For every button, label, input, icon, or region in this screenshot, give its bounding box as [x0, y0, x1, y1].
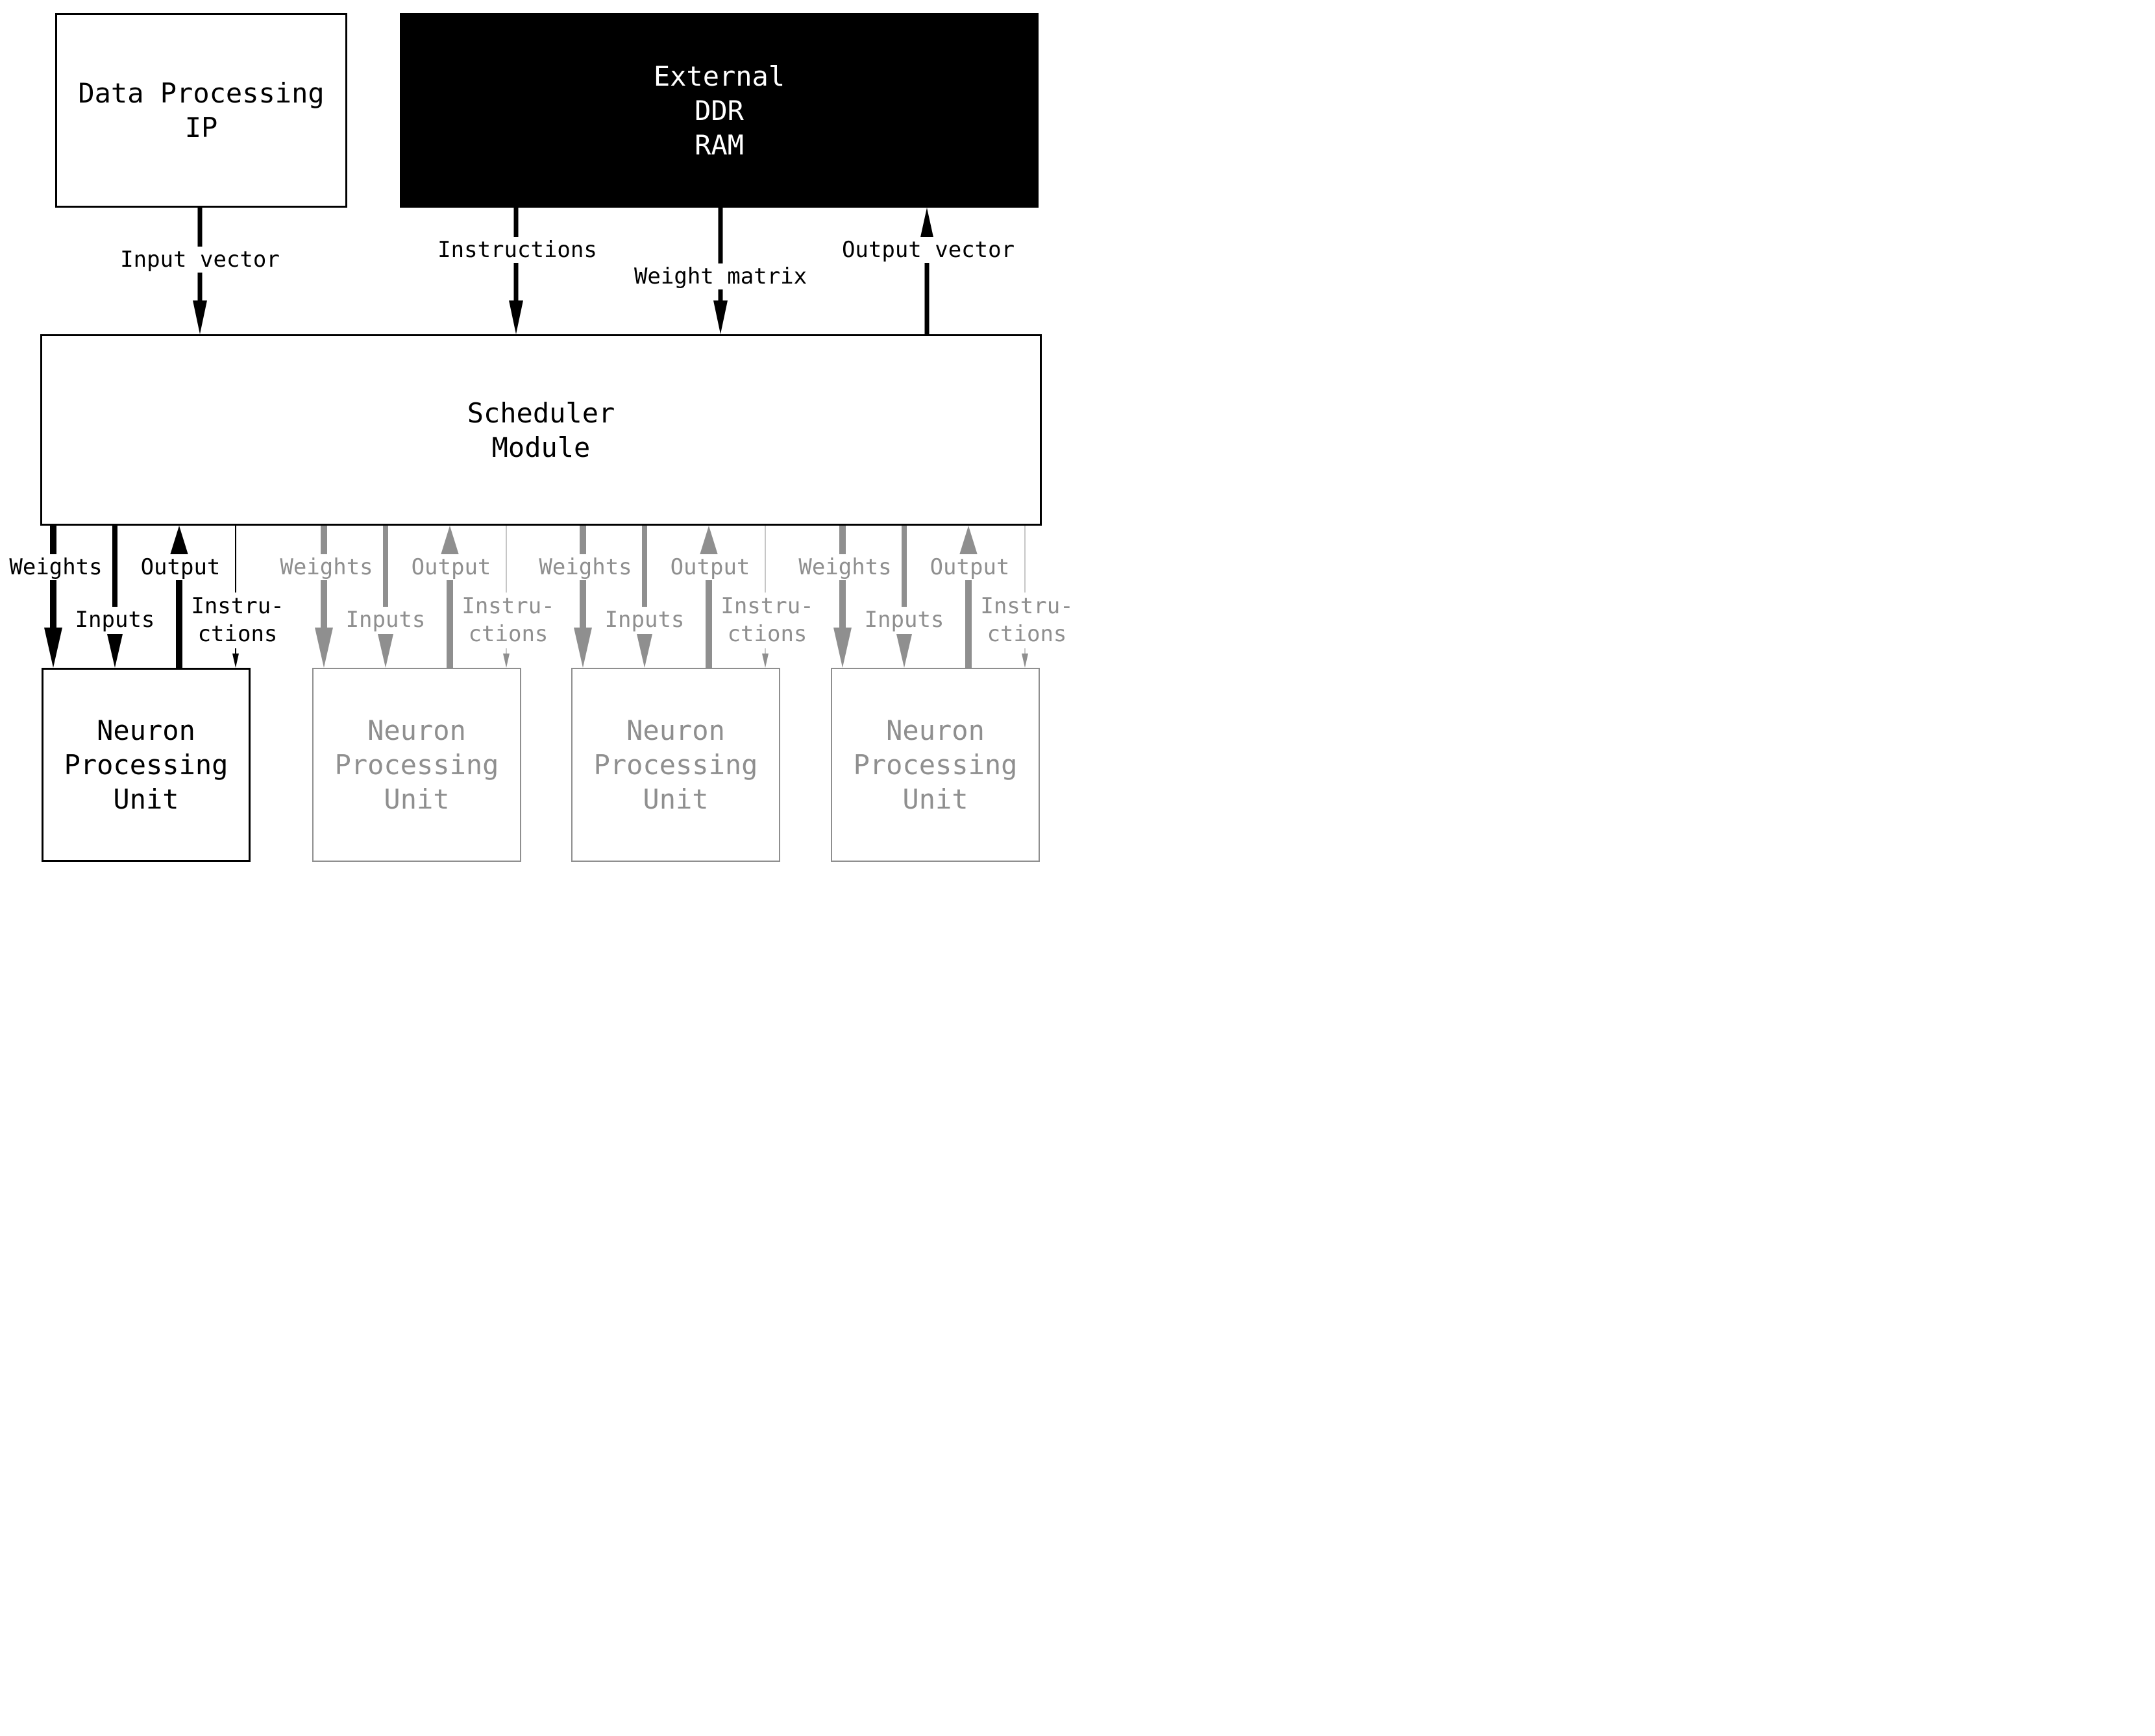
inputs-arrow-shaft — [642, 526, 647, 610]
box-title-line: Processing — [853, 749, 1018, 781]
box-title-line: Processing — [64, 749, 228, 781]
box-data-processing-ip: Data Processing IP — [55, 13, 347, 208]
inputs-label: Inputs — [600, 607, 689, 633]
box-title-line: DDR — [695, 94, 744, 127]
instructions-label: Instructions — [433, 237, 602, 263]
output-vector-label: Output vector — [837, 237, 1020, 263]
output-label: Output — [406, 554, 496, 580]
inputs-arrowhead-icon — [107, 634, 123, 668]
weights-arrowhead-icon — [44, 628, 62, 668]
inputs-label: Inputs — [341, 607, 430, 633]
box-title-line: Neuron — [367, 715, 466, 746]
npu-instructions-label: Instru- ctions — [457, 593, 560, 648]
input-vector-label: Input vector — [116, 247, 284, 273]
weights-arrowhead-icon — [315, 628, 333, 668]
box-title-line: IP — [184, 112, 218, 143]
box-npu-3-label: Neuron Processing Unit — [594, 713, 758, 816]
output-label: Output — [665, 554, 755, 580]
weights-label: Weights — [794, 554, 896, 580]
box-title-line: Scheduler — [467, 397, 615, 429]
box-title-line: RAM — [695, 128, 744, 161]
output-vector-arrow-shaft — [924, 239, 930, 334]
box-data-processing-ip-label: Data Processing IP — [78, 76, 324, 145]
npu-instructions-label: Instru- ctions — [976, 593, 1078, 648]
weights-arrowhead-icon — [833, 628, 852, 668]
box-title-line: Module — [491, 431, 591, 463]
npu-instructions-label: Instru- ctions — [716, 593, 819, 648]
npu-instructions-label: Instru- ctions — [186, 593, 289, 648]
output-arrowhead-icon — [441, 526, 459, 555]
output-label: Output — [925, 554, 1015, 580]
box-title-line: External — [653, 60, 785, 92]
output-label: Output — [136, 554, 225, 580]
npu-instructions-arrowhead-icon — [503, 654, 510, 668]
inputs-arrowhead-icon — [637, 634, 652, 668]
box-title-line: Data Processing — [78, 77, 325, 109]
npu-instructions-line — [506, 526, 507, 654]
input-vector-arrowhead-icon — [193, 300, 207, 334]
box-title-line: Unit — [384, 783, 450, 815]
output-arrow-shaft — [706, 554, 712, 668]
output-arrow-shaft — [176, 554, 182, 668]
box-title-line: Neuron — [626, 715, 725, 746]
inputs-arrow-shaft — [902, 526, 907, 610]
output-arrowhead-icon — [170, 526, 188, 555]
output-arrowhead-icon — [959, 526, 978, 555]
box-npu-1-label: Neuron Processing Unit — [64, 713, 228, 816]
box-npu-4: Neuron Processing Unit — [831, 668, 1040, 862]
npu-instructions-arrowhead-icon — [232, 654, 239, 668]
architecture-diagram: Data Processing IP External DDR RAM Inpu… — [0, 0, 1078, 868]
npu-instructions-line — [235, 526, 236, 654]
weights-label: Weights — [275, 554, 378, 580]
box-title-line: Unit — [113, 783, 179, 815]
npu-instructions-line — [765, 526, 766, 654]
weight-matrix-label: Weight matrix — [629, 263, 812, 289]
box-npu-2-label: Neuron Processing Unit — [335, 713, 499, 816]
weights-label: Weights — [5, 554, 107, 580]
box-title-line: Processing — [593, 749, 758, 781]
weights-label: Weights — [534, 554, 637, 580]
inputs-arrow-shaft — [112, 526, 117, 610]
box-scheduler-module: Scheduler Module — [40, 334, 1042, 526]
inputs-label: Inputs — [859, 607, 949, 633]
box-title-line: Unit — [643, 783, 709, 815]
output-arrow-shaft — [447, 554, 453, 668]
inputs-arrowhead-icon — [378, 634, 393, 668]
box-npu-2: Neuron Processing Unit — [312, 668, 521, 862]
box-title-line: Unit — [902, 783, 968, 815]
box-title-line: Neuron — [886, 715, 985, 746]
npu-instructions-arrowhead-icon — [1022, 654, 1028, 668]
box-npu-3: Neuron Processing Unit — [571, 668, 780, 862]
box-external-ddr-ram-label: External DDR RAM — [654, 59, 785, 162]
box-npu-4-label: Neuron Processing Unit — [854, 713, 1018, 816]
box-npu-1: Neuron Processing Unit — [42, 668, 251, 862]
output-arrow-shaft — [965, 554, 972, 668]
inputs-arrowhead-icon — [896, 634, 912, 668]
weight-matrix-arrowhead-icon — [713, 300, 728, 334]
npu-instructions-arrowhead-icon — [762, 654, 769, 668]
instructions-arrowhead-icon — [509, 300, 523, 334]
box-title-line: Processing — [334, 749, 499, 781]
inputs-label: Inputs — [70, 607, 160, 633]
output-vector-arrowhead-icon — [920, 208, 934, 240]
weights-arrowhead-icon — [574, 628, 592, 668]
box-external-ddr-ram: External DDR RAM — [400, 13, 1039, 208]
output-arrowhead-icon — [700, 526, 718, 555]
npu-instructions-line — [1024, 526, 1026, 654]
box-title-line: Neuron — [97, 715, 195, 746]
weight-matrix-arrow-shaft — [718, 208, 723, 304]
inputs-arrow-shaft — [383, 526, 388, 610]
box-scheduler-module-label: Scheduler Module — [467, 396, 615, 465]
